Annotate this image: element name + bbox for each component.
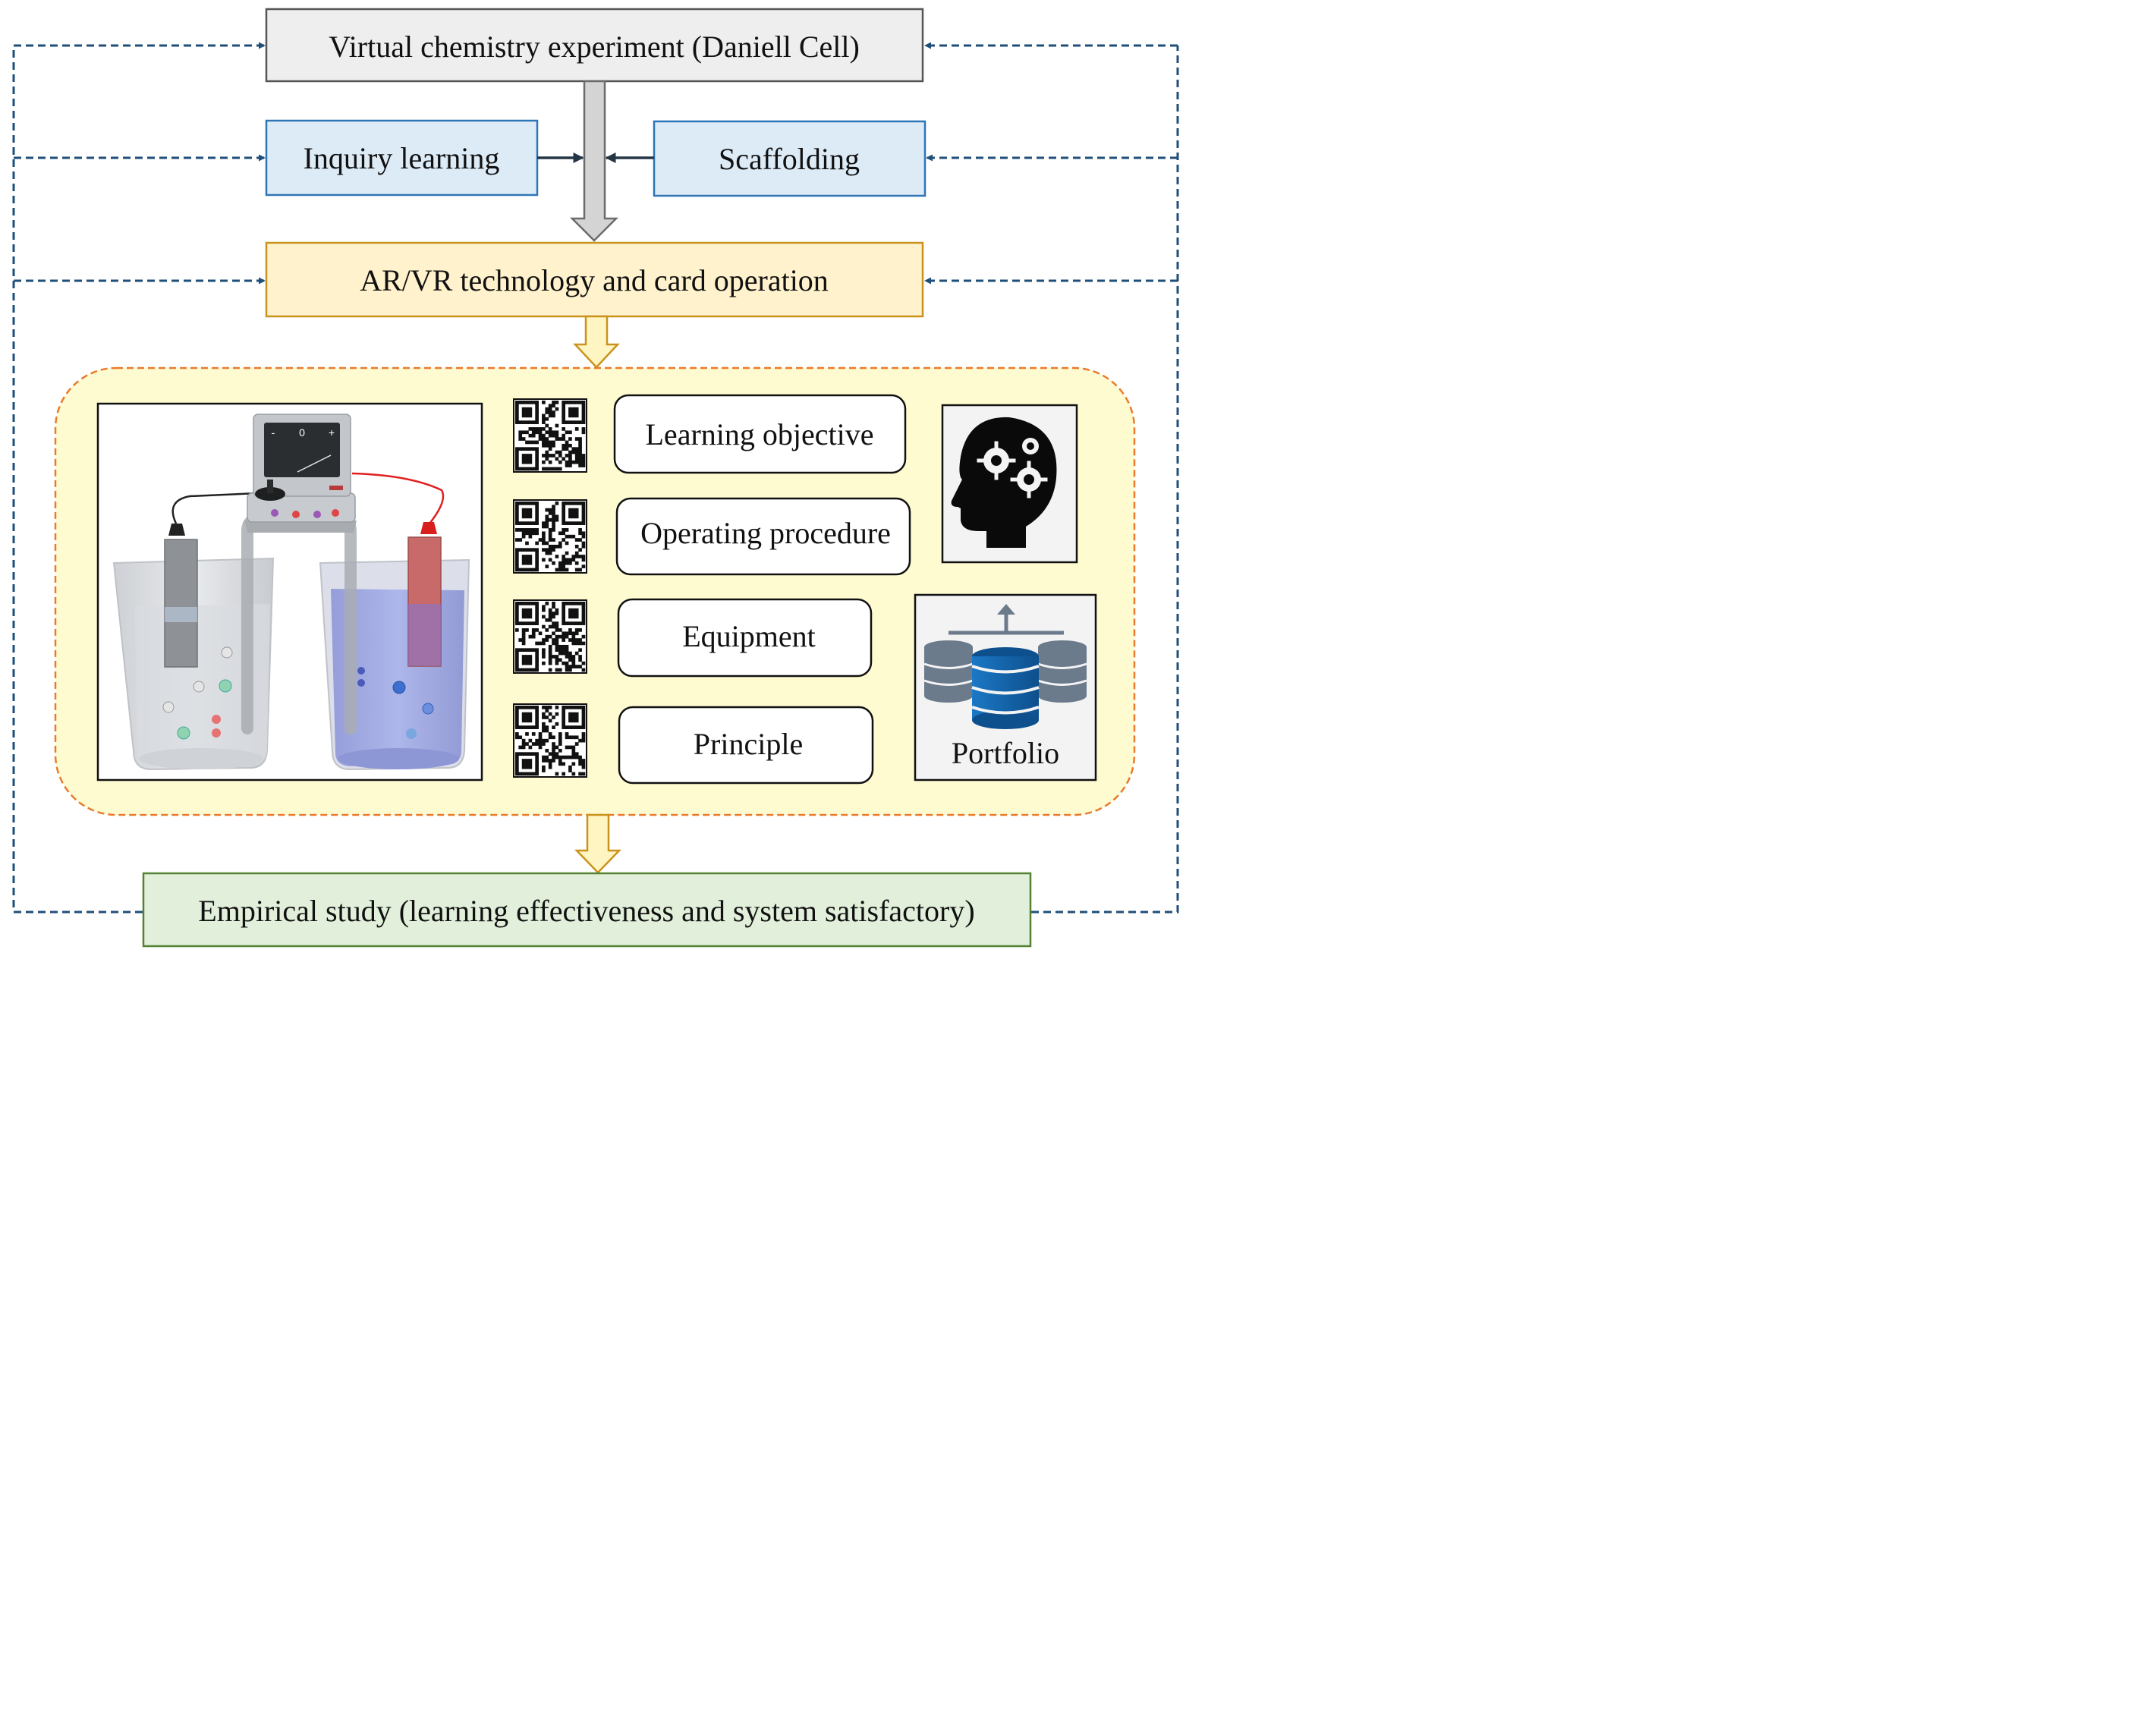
card-learning-objective bbox=[613, 394, 907, 474]
meter-minus: - bbox=[272, 426, 275, 439]
framework-diagram: Virtual chemistry experiment (Daniell Ce… bbox=[12, 8, 1179, 948]
experiment-box bbox=[265, 8, 924, 83]
card-operating-procedure bbox=[615, 497, 911, 576]
yellow-block-arrow-bottom bbox=[574, 813, 621, 874]
card-label: Operating procedure bbox=[640, 516, 891, 550]
yellow-block-arrow-top bbox=[573, 315, 620, 369]
empirical-box bbox=[142, 872, 1032, 948]
arvr-label: AR/VR technology and card operation bbox=[360, 263, 829, 297]
qr-code-icon[interactable] bbox=[513, 398, 587, 473]
daniell-cell-image: - 0 + bbox=[96, 402, 483, 782]
black-clip bbox=[168, 524, 185, 536]
empirical-label: Empirical study (learning effectiveness … bbox=[198, 894, 974, 928]
red-wire bbox=[351, 472, 445, 524]
feedback-links bbox=[12, 42, 1179, 914]
right-feedback-trunk bbox=[1031, 46, 1179, 914]
database-portfolio-icon bbox=[923, 604, 1087, 729]
inquiry-box bbox=[265, 119, 539, 197]
card-label: Principle bbox=[694, 727, 803, 761]
scaffolding-box bbox=[653, 120, 926, 197]
card-principle bbox=[618, 706, 874, 785]
card-label: Equipment bbox=[682, 619, 816, 653]
qr-code-icon[interactable] bbox=[513, 703, 587, 778]
zinc-electrode bbox=[164, 539, 198, 668]
gray-block-arrow bbox=[569, 80, 619, 242]
meter-zero: 0 bbox=[299, 426, 305, 439]
galvanometer: - 0 + bbox=[244, 414, 357, 533]
zinc-beaker bbox=[112, 539, 275, 771]
qr-code-icon[interactable] bbox=[513, 599, 587, 674]
copper-beaker bbox=[319, 536, 470, 771]
portfolio-panel: Portfolio bbox=[914, 593, 1097, 782]
black-wire bbox=[171, 492, 259, 524]
inquiry-label: Inquiry learning bbox=[304, 141, 500, 175]
red-clip bbox=[420, 522, 437, 534]
head-gears-icon bbox=[941, 404, 1078, 564]
arvr-box bbox=[265, 241, 924, 318]
experiment-label: Virtual chemistry experiment (Daniell Ce… bbox=[329, 30, 860, 64]
qr-code-icon[interactable] bbox=[513, 499, 587, 574]
left-feedback-trunk bbox=[12, 46, 143, 914]
portfolio-label: Portfolio bbox=[952, 736, 1059, 770]
meter-plus: + bbox=[329, 426, 335, 439]
scaffolding-label: Scaffolding bbox=[719, 142, 860, 176]
card-equipment bbox=[617, 598, 873, 678]
card-label: Learning objective bbox=[646, 417, 874, 451]
